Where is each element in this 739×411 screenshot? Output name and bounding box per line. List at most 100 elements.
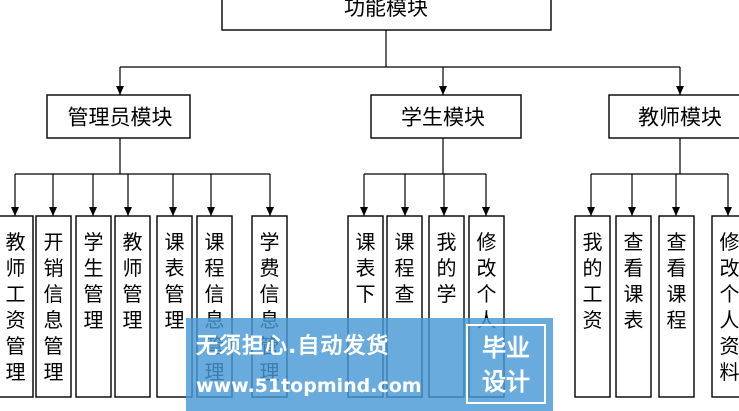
vertical-char: 程: [667, 308, 687, 332]
connector-lines: [11, 30, 732, 216]
vertical-char: 师: [123, 256, 143, 280]
module-label: 教师模块: [638, 106, 722, 130]
vertical-char: 学: [84, 230, 104, 254]
child-arrow: [440, 207, 448, 216]
child-label: 我的学: [437, 230, 457, 306]
vertical-char: 表: [624, 308, 644, 332]
vertical-char: 的: [437, 256, 457, 280]
vertical-char: 理: [44, 360, 64, 384]
child-box: [615, 215, 652, 398]
vertical-char: 课: [165, 230, 185, 254]
vertical-char: 个: [477, 282, 497, 306]
watermark-badge-bottom: 设计: [482, 368, 530, 396]
vertical-char: 看: [667, 256, 687, 280]
child-arrow: [266, 207, 274, 216]
vertical-char: 查: [624, 230, 644, 254]
vertical-char: 个: [720, 282, 739, 306]
vertical-char: 课: [395, 230, 415, 254]
vertical-char: 工: [6, 282, 26, 306]
vertical-char: 理: [123, 308, 143, 332]
child-label: 课表下: [356, 230, 376, 306]
vertical-char: 资: [720, 334, 739, 358]
module-box: [608, 94, 739, 139]
child-arrow: [628, 207, 636, 216]
vertical-char: 工: [583, 282, 603, 306]
watermark-badge-top: 毕业: [482, 334, 530, 362]
child-arrow: [360, 207, 368, 216]
vertical-char: 料: [720, 360, 739, 384]
watermark-banner: 无须担心.自动发货 www.51topmind.com 毕业 设计: [186, 318, 553, 411]
vertical-char: 学: [437, 282, 457, 306]
vertical-char: 人: [720, 308, 739, 332]
child-arrow: [724, 207, 732, 216]
watermark-url: www.51topmind.com: [196, 375, 422, 397]
child-arrow: [169, 207, 177, 216]
vertical-char: 查: [667, 230, 687, 254]
vertical-char: 教: [6, 230, 26, 254]
vertical-char: 师: [6, 256, 26, 280]
root-box: [221, 0, 552, 31]
child-arrow: [11, 207, 19, 216]
vertical-char: 查: [395, 282, 415, 306]
child-arrow: [587, 207, 595, 216]
module-arrow: [116, 86, 124, 95]
vertical-char: 表: [356, 256, 376, 280]
vertical-char: 开: [44, 230, 64, 254]
child-box: [711, 215, 739, 398]
vertical-char: 教: [123, 230, 143, 254]
watermark-badge: 毕业 设计: [466, 324, 546, 404]
vertical-char: 管: [123, 282, 143, 306]
child-box: [658, 215, 695, 398]
vertical-char: 课: [356, 230, 376, 254]
child-box: [574, 215, 611, 398]
vertical-char: 改: [720, 256, 739, 280]
child-arrow: [672, 207, 680, 216]
vertical-char: 管: [165, 282, 185, 306]
module-box: [46, 94, 191, 139]
child-label: 课程查: [395, 230, 415, 306]
vertical-char: 看: [624, 256, 644, 280]
vertical-char: 生: [84, 256, 104, 280]
vertical-char: 管: [44, 334, 64, 358]
module-label: 管理员模块: [68, 106, 173, 130]
module-arrow: [676, 86, 684, 95]
vertical-char: 资: [6, 308, 26, 332]
vertical-char: 销: [44, 256, 64, 280]
vertical-char: 学: [260, 230, 280, 254]
child-arrow: [207, 207, 215, 216]
vertical-char: 修: [477, 230, 497, 254]
child-arrow: [124, 207, 132, 216]
vertical-char: 的: [583, 256, 603, 280]
vertical-char: 下: [356, 282, 376, 306]
vertical-char: 理: [165, 308, 185, 332]
child-box: [35, 215, 72, 398]
vertical-char: 我: [583, 230, 603, 254]
vertical-char: 我: [437, 230, 457, 254]
vertical-char: 信: [205, 282, 225, 306]
vertical-char: 管: [84, 282, 104, 306]
vertical-char: 管: [6, 334, 26, 358]
child-arrow: [401, 207, 409, 216]
module-label: 学生模块: [401, 106, 485, 130]
vertical-char: 程: [395, 256, 415, 280]
vertical-char: 课: [624, 282, 644, 306]
vertical-char: 修: [720, 230, 739, 254]
vertical-char: 信: [260, 282, 280, 306]
vertical-char: 表: [165, 256, 185, 280]
vertical-char: 课: [205, 230, 225, 254]
vertical-char: 改: [477, 256, 497, 280]
module-arrow: [439, 86, 447, 95]
vertical-char: 息: [44, 308, 64, 332]
root-label: 功能模块: [344, 0, 428, 20]
vertical-char: 程: [205, 256, 225, 280]
watermark-slogan: 无须担心.自动发货: [196, 334, 390, 359]
module-box: [370, 94, 522, 139]
